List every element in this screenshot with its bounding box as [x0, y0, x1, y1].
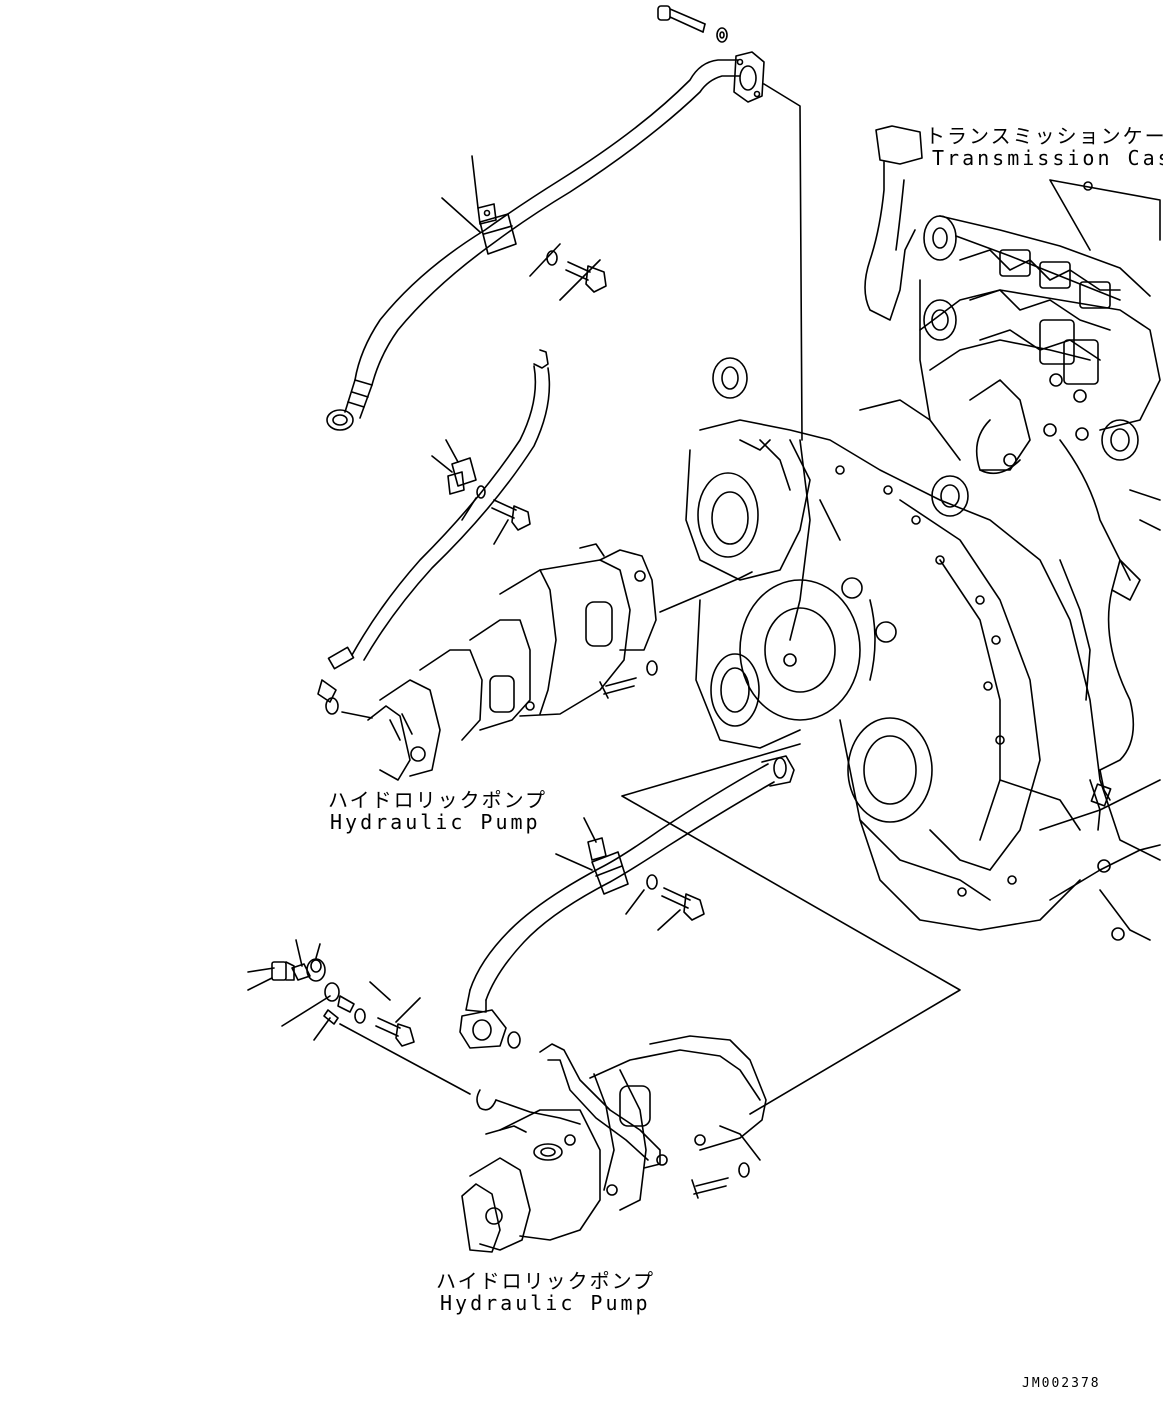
- top-hose-clamp: [478, 204, 516, 254]
- transmission-case: [686, 126, 1160, 940]
- top-flange-bolt: [658, 6, 727, 42]
- top-clamp-bolt: [566, 262, 606, 292]
- hydraulic-pump-2-label-en: Hydraulic Pump: [440, 1291, 651, 1315]
- hydraulic-pump-1-label-jp: ハイドロリックポンプ: [328, 788, 547, 812]
- second-hose-assembly: [318, 350, 549, 718]
- drawing-number: JM002378: [1022, 1376, 1101, 1391]
- lower-hydraulic-pump: [462, 1036, 766, 1252]
- small-parts: [248, 940, 470, 1094]
- upper-hydraulic-pump: [368, 544, 752, 780]
- transmission-case-label-jp: トランスミッションケース: [925, 124, 1163, 148]
- top-flange: [734, 52, 764, 102]
- bottom-hose-assembly: [460, 744, 960, 1114]
- hydraulic-pump-1-label-en: Hydraulic Pump: [330, 810, 541, 834]
- transmission-case-label-en: Transmission Case: [932, 146, 1163, 170]
- top-hose-assembly: [327, 6, 802, 440]
- hydraulic-pump-2-label-jp: ハイドロリックポンプ: [436, 1269, 655, 1293]
